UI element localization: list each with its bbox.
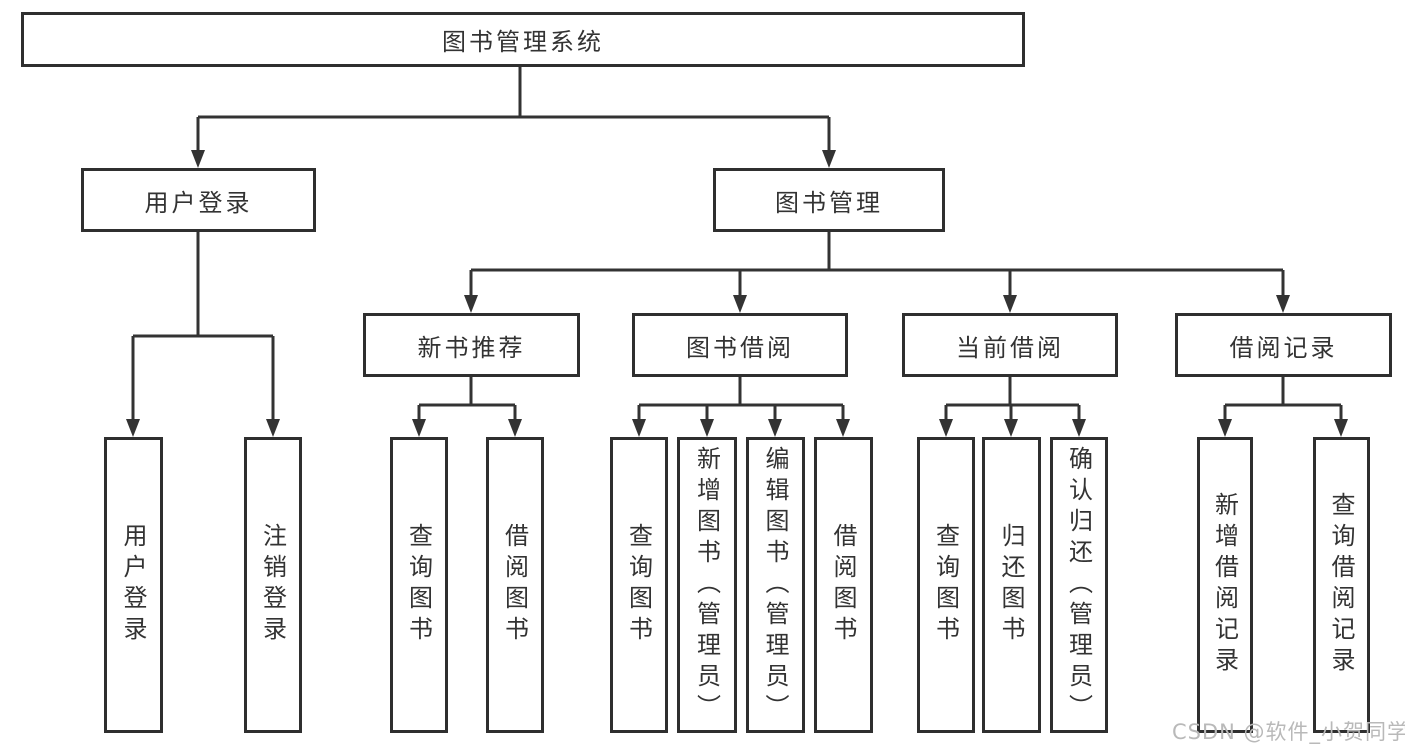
- node-borrowing-records: 借阅记录: [1175, 313, 1392, 377]
- connector-borrowing-records-to-leaves: [1218, 377, 1348, 437]
- leaf-query-books-current: 查询图书: [917, 437, 975, 733]
- leaf-borrow-books-borrowing: 借阅图书: [814, 437, 873, 733]
- connector-user-login-to-leaves: [126, 232, 280, 437]
- connector-new-book-recommendation-to-leaves: [412, 377, 522, 437]
- node-book-borrowing: 图书借阅: [632, 313, 848, 377]
- leaf-edit-book-admin: 编辑图书（管理员）: [746, 437, 805, 733]
- leaf-query-books-borrowing: 查询图书: [610, 437, 668, 733]
- leaf-add-book-admin: 新增图书（管理员）: [677, 437, 737, 733]
- node-current-borrowing: 当前借阅: [902, 313, 1118, 377]
- connector-current-borrowing-to-leaves: [939, 377, 1086, 437]
- leaf-logout: 注销登录: [244, 437, 302, 733]
- node-new-book-recommendation: 新书推荐: [363, 313, 580, 377]
- connector-book-management-to-modules: [464, 232, 1290, 313]
- leaf-query-books-recommend: 查询图书: [390, 437, 448, 733]
- node-book-management: 图书管理: [713, 168, 945, 232]
- node-user-login: 用户登录: [81, 168, 316, 232]
- leaf-confirm-return-admin: 确认归还（管理员）: [1050, 437, 1108, 733]
- leaf-user-login: 用户登录: [104, 437, 163, 733]
- leaf-return-books: 归还图书: [982, 437, 1041, 733]
- leaf-borrow-books-recommend: 借阅图书: [486, 437, 544, 733]
- csdn-watermark: CSDN @软件_小贺同学: [1172, 720, 1405, 744]
- connector-book-borrowing-to-leaves: [632, 377, 850, 437]
- connector-root-to-branches: [191, 67, 836, 168]
- leaf-add-borrow-record: 新增借阅记录: [1197, 437, 1253, 733]
- node-library-management-system: 图书管理系统: [21, 12, 1025, 67]
- leaf-query-borrow-record: 查询借阅记录: [1313, 437, 1370, 733]
